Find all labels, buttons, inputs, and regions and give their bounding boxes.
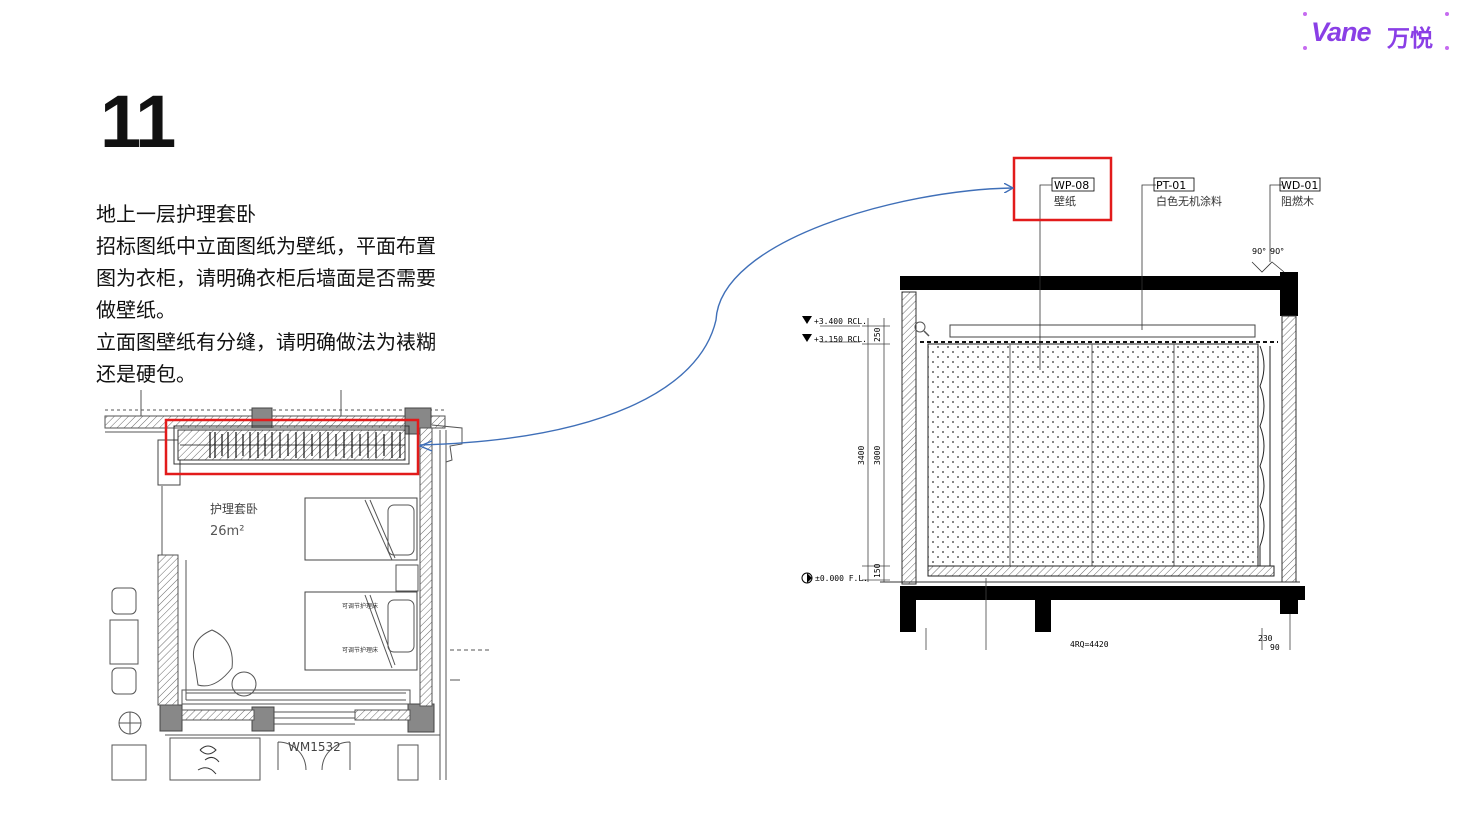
plan-exterior-chair [111, 587, 137, 615]
plan-bed [304, 591, 418, 671]
elev-floor-slab [900, 586, 1305, 600]
tag-desc: 阻燃木 [1281, 194, 1314, 208]
logo-dot [1303, 12, 1307, 16]
connector-arrow [419, 188, 1012, 446]
plan-nightstand [395, 564, 419, 592]
tag-code-box [1153, 177, 1195, 192]
plan-column [407, 703, 435, 733]
plan-door [277, 741, 307, 771]
elev-beam [1280, 598, 1298, 614]
angle-label: 90° [1270, 247, 1284, 256]
level-label: +3.400 RCL. [814, 317, 867, 326]
dim-h-label: 90 [1270, 643, 1280, 652]
description-text: 地上一层护理套卧 招标图纸中立面图纸为壁纸，平面布置 图为衣柜，请明确衣柜后墙面… [96, 198, 476, 390]
plan-bed-fold [364, 594, 396, 669]
angle-label: 90° [1252, 247, 1266, 256]
plan-plant [197, 745, 220, 775]
tag-code: PT-01 [1156, 179, 1186, 192]
plan-wall [419, 427, 433, 707]
elev-beam [1280, 272, 1298, 316]
vane-logo: Vane 万悦 [1303, 10, 1449, 52]
connector-arrow-tail [418, 440, 433, 452]
plan-bed-label: 可调节护理床 [342, 602, 378, 610]
plan-pillow [387, 599, 415, 653]
plan-radiator [181, 689, 411, 705]
elevation-drawing [801, 184, 1305, 650]
plan-column [251, 706, 275, 732]
dim-v-label: 3000 [873, 446, 882, 465]
slide-number: 11 [100, 80, 176, 163]
elev-beam [1035, 598, 1051, 632]
level-marker [802, 334, 812, 342]
floor-plan [104, 390, 490, 781]
elev-ceiling-panel [949, 324, 1256, 338]
dim-v-label: 250 [873, 327, 882, 342]
desc-line-6: 还是硬包。 [96, 362, 196, 386]
plan-door [321, 741, 351, 771]
plan-column [159, 704, 183, 732]
plan-exterior-chair [111, 667, 137, 695]
elev-ceiling-slab [900, 276, 1297, 290]
desc-line-4: 做壁纸。 [96, 298, 176, 322]
desc-line-2: 招标图纸中立面图纸为壁纸，平面布置 [96, 234, 436, 258]
elev-wall-left [901, 291, 917, 585]
plan-side-table [231, 671, 257, 697]
elev-wood-trim [1259, 345, 1265, 566]
plan-bed-label: 可调节护理床 [342, 646, 378, 654]
dim-h-label: 4RQ=4420 [1070, 640, 1109, 649]
plan-armchair [192, 629, 233, 687]
dim-h-label: 230 [1258, 634, 1273, 643]
dim-v-label: 150 [873, 563, 882, 578]
desc-line-3: 图为衣柜，请明确衣柜后墙面是否需要 [96, 266, 436, 290]
plan-room-name: 护理套卧 [210, 502, 258, 516]
plan-column [251, 407, 273, 429]
logo-cn: 万悦 [1387, 26, 1433, 52]
logo-brand: Vane [1311, 17, 1372, 47]
plan-bath [169, 737, 261, 781]
plan-highlight-box [164, 418, 420, 476]
plan-exterior-planter [111, 744, 147, 781]
tag-code: WP-08 [1054, 179, 1089, 192]
tag-code: WD-01 [1281, 179, 1318, 192]
plan-exterior-table [109, 619, 139, 665]
plan-window-tag: WM1532 [288, 740, 341, 754]
tag-desc: 壁纸 [1054, 194, 1076, 208]
plan-bed [304, 497, 418, 561]
tag-code-box [1051, 177, 1095, 192]
plan-room-area: 26m² [210, 524, 244, 539]
logo-dot [1445, 46, 1449, 50]
magnifier-icon [914, 321, 926, 333]
plan-wall [431, 424, 463, 463]
elev-wall-right [1281, 315, 1297, 583]
plan-bed-fold [364, 499, 396, 561]
tag-desc: 白色无机涂料 [1156, 194, 1222, 208]
level-label: +3.150 RCL. [814, 335, 867, 344]
plan-pillow [387, 504, 415, 556]
elev-beam [900, 598, 916, 632]
plan-column [157, 439, 181, 486]
level-marker [802, 316, 812, 324]
plan-wall [354, 709, 411, 721]
plan-wardrobe [173, 425, 410, 465]
tag-code-box [1279, 177, 1321, 192]
level-label: ±0.000 F.L. [815, 574, 868, 583]
desc-line-5: 立面图壁纸有分缝，请明确做法为裱糊 [96, 330, 436, 354]
plan-wall [181, 709, 255, 721]
elev-wallpaper [927, 343, 1259, 567]
elev-skirting [927, 565, 1275, 577]
dim-v-label: 3400 [857, 446, 866, 465]
logo-dot [1445, 12, 1449, 16]
plan-wall [157, 554, 179, 706]
plan-fixture [397, 744, 419, 781]
logo-dot [1303, 46, 1307, 50]
desc-line-1: 地上一层护理套卧 [96, 202, 256, 226]
